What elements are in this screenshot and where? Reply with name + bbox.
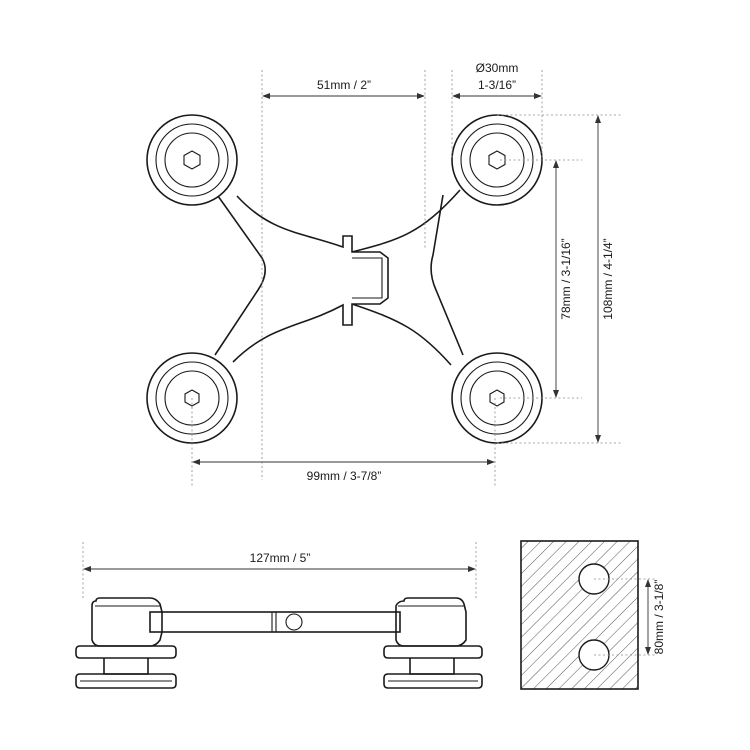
top-spacing-label: 51mm / 2” [317,78,371,92]
side-bar [149,611,401,633]
side-bolt-icon [285,613,303,631]
spider-side-view [75,597,483,689]
side-fitting-right [383,597,483,689]
dimension-disc-diameter: Ø30mm 1-3/16” [451,61,543,160]
glass-panel-view [520,540,639,690]
dimension-horizontal-spacing: 99mm / 3-7/8” [191,398,496,486]
dimension-hole-spacing: 80mm / 3-1/8” [594,578,666,656]
vertical-spacing-label: 78mm / 3-1/16” [559,238,573,319]
disc-diameter-label-mm: Ø30mm [476,61,519,75]
dimension-overall-height: 108mm / 4-1/4” [497,114,622,444]
spider-arm-outline [214,189,464,366]
horizontal-spacing-label: 99mm / 3-7/8” [307,469,382,483]
disc-diameter-label-in: 1-3/16” [478,78,516,92]
hex-socket-icon [183,150,201,170]
hex-socket-icon [488,150,506,170]
side-length-label: 127mm / 5” [250,551,311,565]
dimension-top-spacing: 51mm / 2” [261,70,426,480]
hex-socket-icon [489,389,505,407]
hex-socket-icon [184,389,200,407]
hole-spacing-label: 80mm / 3-1/8” [652,580,666,655]
spider-top-view [146,114,543,444]
dimension-side-length: 127mm / 5” [82,542,477,600]
dimension-vertical-spacing: 78mm / 3-1/16” [500,159,582,399]
disc-top-left [146,114,238,206]
spider-hub-slot [352,257,383,299]
glass-panel [520,540,639,690]
overall-height-label: 108mm / 4-1/4” [601,238,615,319]
side-fitting-left [75,597,177,689]
